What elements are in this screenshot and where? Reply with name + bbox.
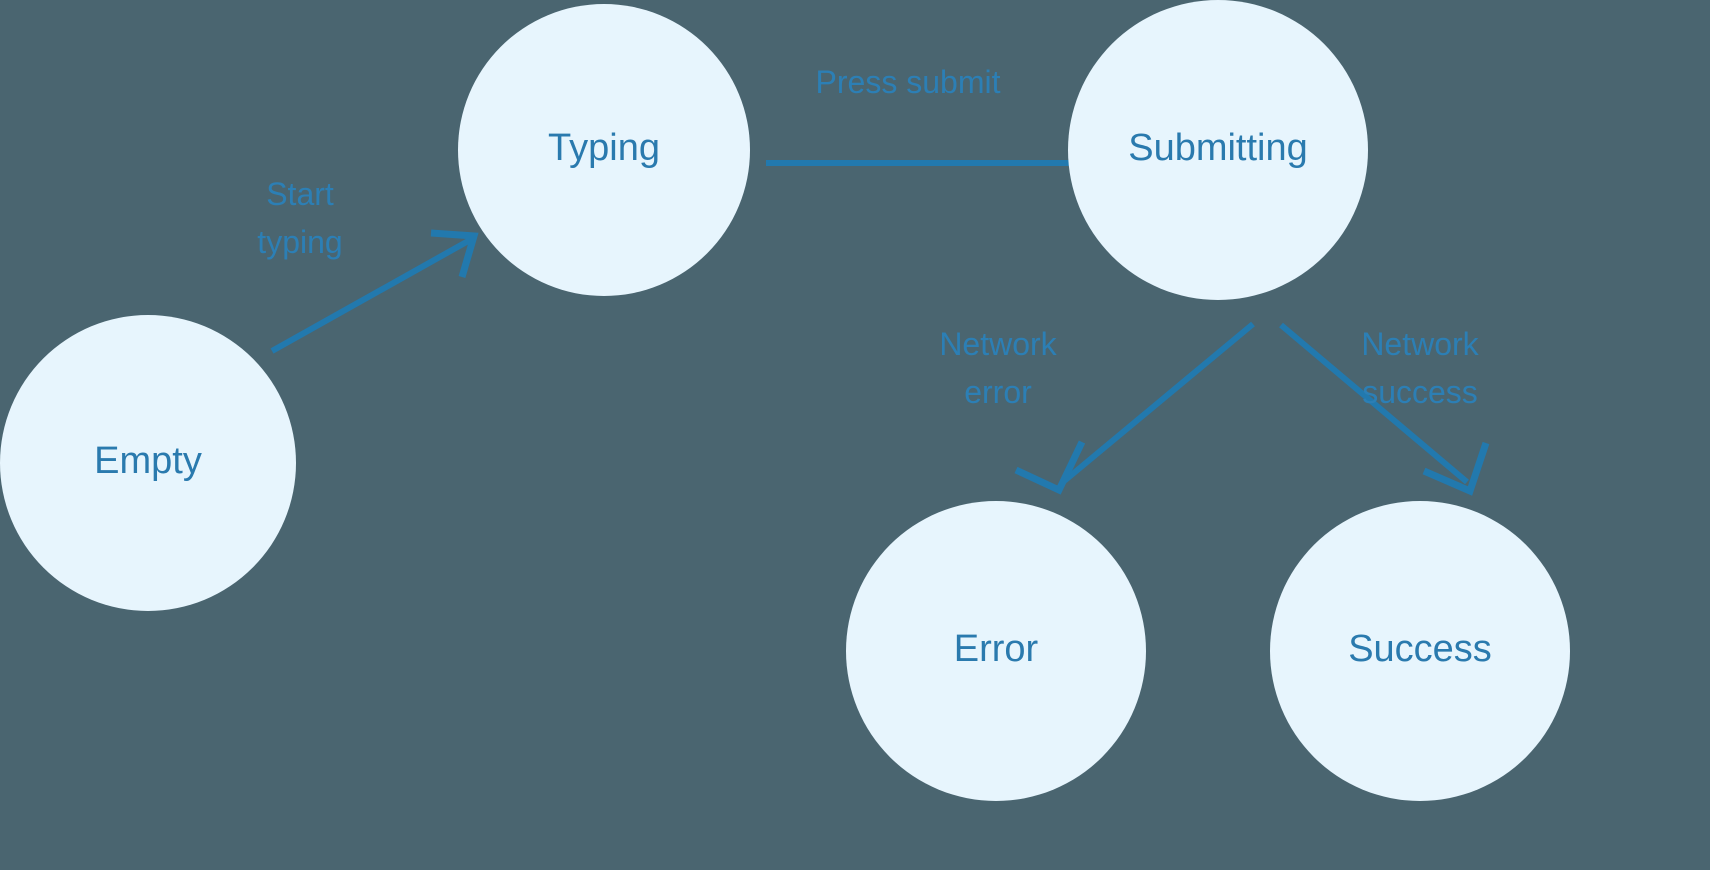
node-typing[interactable]: Typing	[458, 4, 750, 296]
edge-empty-to-typing-line	[270, 237, 472, 354]
node-success[interactable]: Success	[1270, 501, 1570, 801]
node-empty-label: Empty	[94, 440, 202, 482]
node-typing-label: Typing	[548, 127, 660, 169]
edge-empty-to-typing	[270, 229, 479, 354]
node-error[interactable]: Error	[846, 501, 1146, 801]
edge-label-submitting-to-success: Network success	[1361, 326, 1479, 410]
node-submitting-circle[interactable]	[1068, 0, 1368, 300]
edge-submitting-to-error-line	[1061, 321, 1255, 485]
node-success-circle[interactable]	[1270, 501, 1570, 801]
edge-label-line-1: Start	[266, 176, 334, 212]
node-submitting-label: Submitting	[1128, 127, 1308, 169]
edge-label-empty-to-typing: Start typing	[257, 176, 342, 260]
edge-submitting-to-success-line	[1279, 322, 1469, 485]
edge-submitting-to-error-arrowhead	[1014, 440, 1086, 495]
edge-label-line-2: success	[1362, 374, 1478, 410]
edge-submitting-to-success-arrowhead	[1422, 441, 1490, 496]
node-submitting[interactable]: Submitting	[1068, 0, 1368, 300]
edge-label-line-1: Press submit	[816, 64, 1001, 100]
edge-label-typing-to-submitting: Press submit	[816, 64, 1001, 100]
node-empty[interactable]: Empty	[0, 315, 296, 611]
node-empty-circle[interactable]	[0, 315, 296, 611]
edge-submitting-to-success	[1279, 322, 1490, 496]
node-error-label: Error	[954, 628, 1039, 670]
edge-label-line-1: Network	[939, 326, 1057, 362]
edge-label-line-2: typing	[257, 224, 342, 260]
edge-label-submitting-to-error: Network error	[939, 326, 1057, 410]
edge-label-line-2: error	[964, 374, 1032, 410]
edge-empty-to-typing-arrowhead	[430, 229, 479, 278]
node-error-circle[interactable]	[846, 501, 1146, 801]
edge-submitting-to-error	[1014, 321, 1255, 495]
node-typing-circle[interactable]	[458, 4, 750, 296]
node-success-label: Success	[1348, 628, 1492, 670]
edge-label-line-1: Network	[1361, 326, 1479, 362]
